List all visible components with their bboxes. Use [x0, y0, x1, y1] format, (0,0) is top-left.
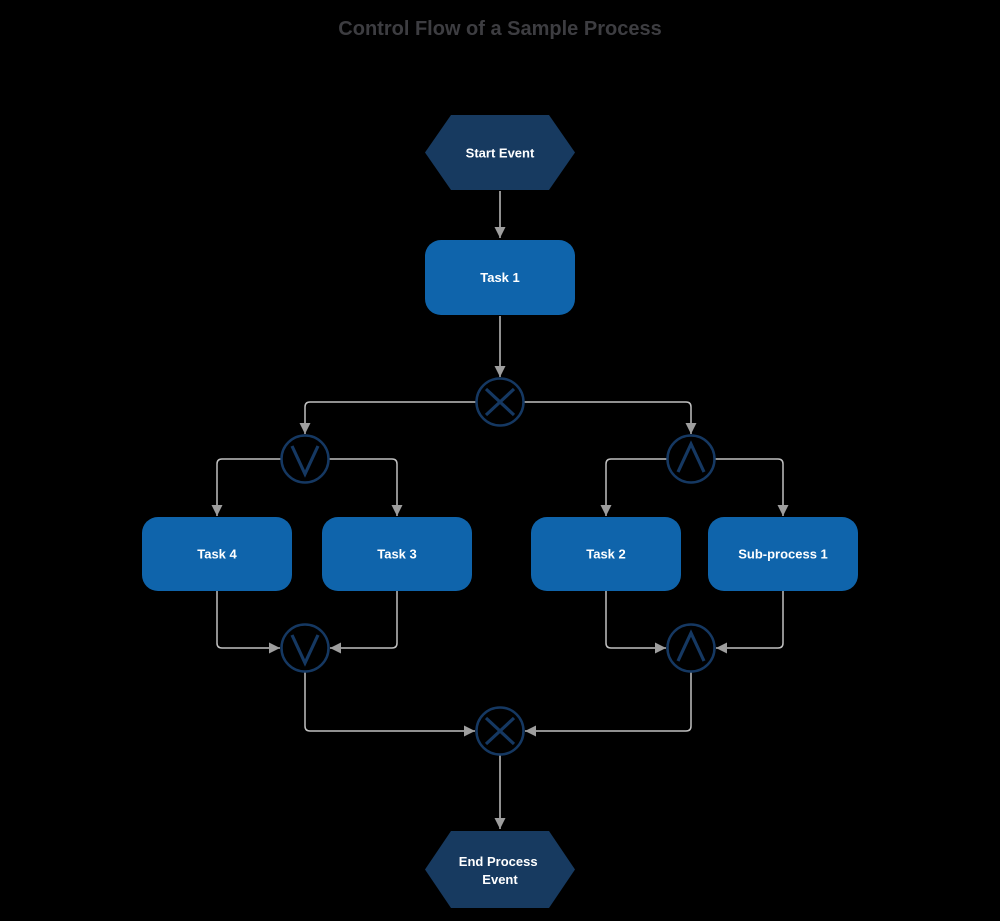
- start-event-shape[interactable]: [425, 115, 575, 190]
- node-start-event: Start Event: [425, 115, 575, 190]
- node-end-event: End Process Event: [425, 831, 575, 908]
- task2-shape[interactable]: [531, 517, 681, 591]
- connector-xor-split-to-or-split: [299, 401, 476, 434]
- connector-task4-to-or-join: [216, 591, 280, 654]
- or-join-circle[interactable]: [280, 623, 330, 673]
- end-event-label-line1: End Process: [459, 854, 538, 869]
- connector-and-split-to-subprocess1: [715, 458, 789, 516]
- xor-join-circle[interactable]: [475, 706, 525, 756]
- node-task4: Task 4: [142, 517, 292, 591]
- xor-icon: [484, 716, 516, 746]
- subprocess1-shape[interactable]: [708, 517, 858, 591]
- connector-and-split-to-task2: [600, 458, 667, 516]
- and-icon: [676, 629, 706, 662]
- gateway-or-join: [280, 623, 330, 673]
- and-icon: [676, 440, 706, 473]
- end-event-label: End Process Event: [459, 854, 541, 887]
- task1-shape[interactable]: [425, 240, 575, 315]
- node-subprocess1: Sub-process 1: [708, 517, 858, 591]
- or-split-circle[interactable]: [280, 434, 330, 484]
- end-event-label-line2: Event: [482, 872, 518, 887]
- task1-label: Task 1: [480, 270, 520, 285]
- connector-task3-to-or-join: [330, 591, 398, 654]
- gateway-or-split: [280, 434, 330, 484]
- end-event-shape[interactable]: [425, 831, 575, 908]
- subprocess1-label: Sub-process 1: [738, 547, 828, 562]
- connector-task2-to-and-join: [605, 591, 666, 654]
- start-event-label: Start Event: [466, 146, 535, 161]
- or-icon: [290, 634, 320, 667]
- node-task3: Task 3: [322, 517, 472, 591]
- xor-split-circle[interactable]: [475, 377, 525, 427]
- node-task2: Task 2: [531, 517, 681, 591]
- diagram-title: Control Flow of a Sample Process: [338, 18, 661, 40]
- xor-icon: [484, 387, 516, 417]
- connector-or-join-to-xor-join: [304, 672, 475, 737]
- node-task1: Task 1: [425, 240, 575, 315]
- gateway-xor-split: [475, 377, 525, 427]
- gateway-xor-join: [475, 706, 525, 756]
- task3-shape[interactable]: [322, 517, 472, 591]
- connector-or-split-to-task3: [329, 458, 403, 516]
- task3-label: Task 3: [377, 547, 417, 562]
- or-icon: [290, 445, 320, 478]
- gateway-and-join: [666, 623, 716, 673]
- gateway-and-split: [666, 434, 716, 484]
- task4-shape[interactable]: [142, 517, 292, 591]
- task2-label: Task 2: [586, 547, 626, 562]
- and-split-circle[interactable]: [666, 434, 716, 484]
- and-join-circle[interactable]: [666, 623, 716, 673]
- connector-xor-split-to-and-split: [524, 401, 697, 434]
- task4-label: Task 4: [197, 547, 237, 562]
- connector-and-join-to-xor-join: [525, 672, 692, 737]
- connector-subprocess1-to-and-join: [716, 591, 784, 654]
- connector-or-split-to-task4: [211, 458, 281, 516]
